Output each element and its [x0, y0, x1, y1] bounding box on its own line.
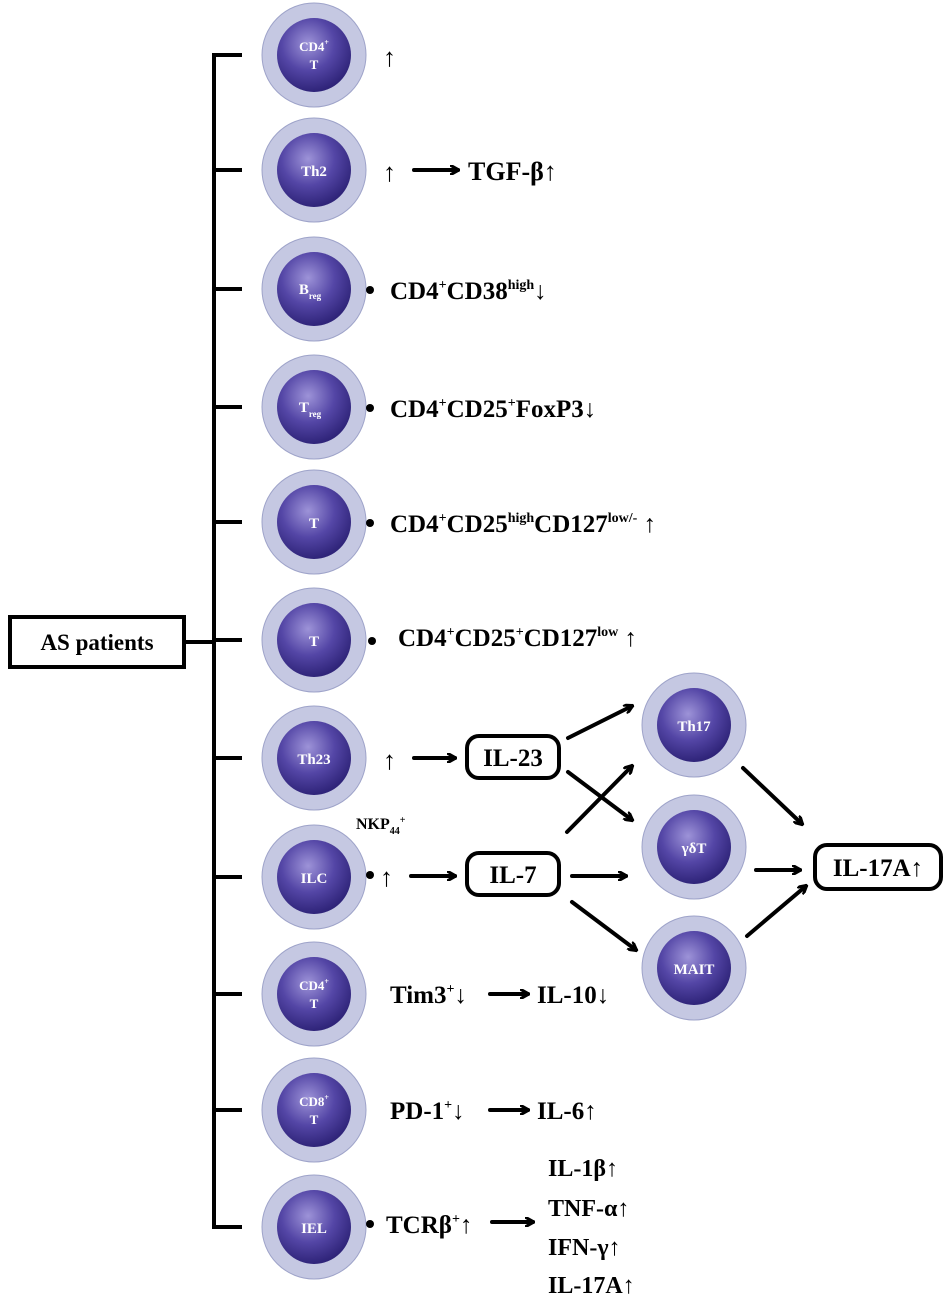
ilc-change: ↑ [380, 863, 393, 892]
arrow-il7-mait [570, 900, 636, 950]
iel-result-2: TNF-α↑ [548, 1196, 629, 1222]
il7-label: IL-7 [489, 862, 536, 889]
svg-text:CD4+: CD4+ [299, 38, 329, 54]
bracket [184, 53, 242, 1229]
cell-mait: MAIT [641, 915, 747, 1021]
pd1-marker: PD-1+↓ [390, 1098, 465, 1125]
breg-marker: CD4+CD38high↓ [390, 278, 547, 305]
svg-text:T: T [310, 1112, 319, 1127]
t2-marker: CD4+CD25+CD127low ↑ [398, 625, 637, 652]
svg-text:T: T [310, 996, 319, 1011]
il17a-box: IL-17A↑ [813, 843, 943, 891]
arrow-il7-th17 [565, 766, 632, 834]
treg-marker: CD4+CD25+FoxP3↓ [390, 396, 596, 423]
th23-change: ↑ [383, 746, 396, 775]
cell-th2: Th2 [261, 117, 367, 223]
th2-result: TGF-β↑ [468, 157, 557, 186]
cell-t1: T [261, 469, 367, 575]
il6-result: IL-6↑ [537, 1098, 597, 1125]
cell-treg: Treg [261, 354, 367, 460]
cell-cd4t: CD4+ T [261, 2, 367, 108]
svg-text:CD4+: CD4+ [299, 977, 329, 993]
arrow-th17-il17a [741, 766, 802, 824]
t2-bullet [368, 637, 376, 645]
svg-text:ILC: ILC [301, 871, 328, 887]
t1-marker: CD4+CD25highCD127low/- ↑ [390, 511, 656, 538]
cell-t2: T [261, 587, 367, 693]
iel-result-4: IL-17A↑ [548, 1273, 635, 1299]
iel-result-1: IL-1β↑ [548, 1156, 618, 1182]
svg-text:CD8+: CD8+ [299, 1093, 329, 1109]
iel-bullet [366, 1220, 374, 1228]
svg-text:Treg: Treg [299, 400, 322, 419]
cd4t-change: ↑ [383, 43, 396, 72]
iel-result-3: IFN-γ↑ [548, 1235, 621, 1261]
treg-bullet [366, 404, 374, 412]
cell-th23: Th23 [261, 705, 367, 811]
pathway-arrows [565, 706, 806, 950]
svg-text:Th2: Th2 [301, 164, 327, 180]
cell-cd8t: CD8+ T [261, 1057, 367, 1163]
cell-iel: IEL [261, 1174, 367, 1280]
cell-ilc: ILC [261, 824, 367, 930]
breg-bullet [366, 286, 374, 294]
il7-box: IL-7 [465, 851, 561, 897]
ilc-bullet [366, 871, 374, 879]
cell-gdt: γδT [641, 794, 747, 900]
tim3-marker: Tim3+↓ [390, 982, 467, 1009]
t1-bullet [366, 519, 374, 527]
svg-text:Th23: Th23 [297, 752, 330, 768]
th2-change: ↑ [383, 158, 396, 187]
cell-cd4t-2: CD4+ T [261, 941, 367, 1047]
svg-text:γδT: γδT [681, 841, 707, 857]
svg-text:T: T [309, 634, 319, 650]
tcrb-marker: TCRβ+↑ [386, 1212, 472, 1239]
svg-text:T: T [310, 57, 319, 72]
ilc-marker: NKP44+ [356, 815, 406, 837]
il10-result: IL-10↓ [537, 982, 609, 1009]
as-patients-box: AS patients [8, 615, 186, 669]
as-patients-label: AS patients [40, 630, 153, 655]
svg-text:IEL: IEL [301, 1221, 327, 1237]
arrow-mait-il17a [745, 886, 806, 938]
svg-text:MAIT: MAIT [674, 962, 715, 978]
svg-text:Breg: Breg [299, 282, 322, 301]
svg-text:Th17: Th17 [677, 719, 711, 735]
arrow-il23-th17 [566, 706, 632, 740]
cell-breg: Breg [261, 236, 367, 342]
il17a-label: IL-17A↑ [833, 855, 923, 882]
il23-label: IL-23 [483, 745, 543, 772]
svg-text:T: T [309, 516, 319, 532]
cell-th17: Th17 [641, 672, 747, 778]
il23-box: IL-23 [465, 734, 561, 780]
